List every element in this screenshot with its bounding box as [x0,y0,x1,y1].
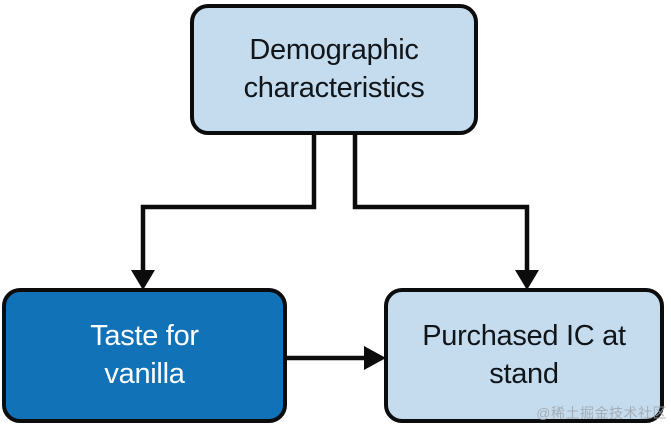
node-purchased-ic-at-stand: Purchased IC at stand [384,288,664,423]
edge-top-to-left [140,130,317,272]
node-demographic-characteristics: Demographic characteristics [190,4,478,135]
edge-top-to-right [352,130,530,272]
arrowhead-down-right [515,270,539,290]
node-label-demographic-characteristics: Demographic characteristics [243,33,425,104]
node-taste-for-vanilla: Taste for vanilla [2,288,287,423]
arrowhead-down-left [131,270,155,290]
watermark: @稀土掘金技术社区 [536,405,667,421]
arrowhead-right [364,346,386,370]
node-label-purchased-ic-at-stand: Purchased IC at stand [422,319,626,390]
node-label-taste-for-vanilla: Taste for vanilla [90,319,199,390]
